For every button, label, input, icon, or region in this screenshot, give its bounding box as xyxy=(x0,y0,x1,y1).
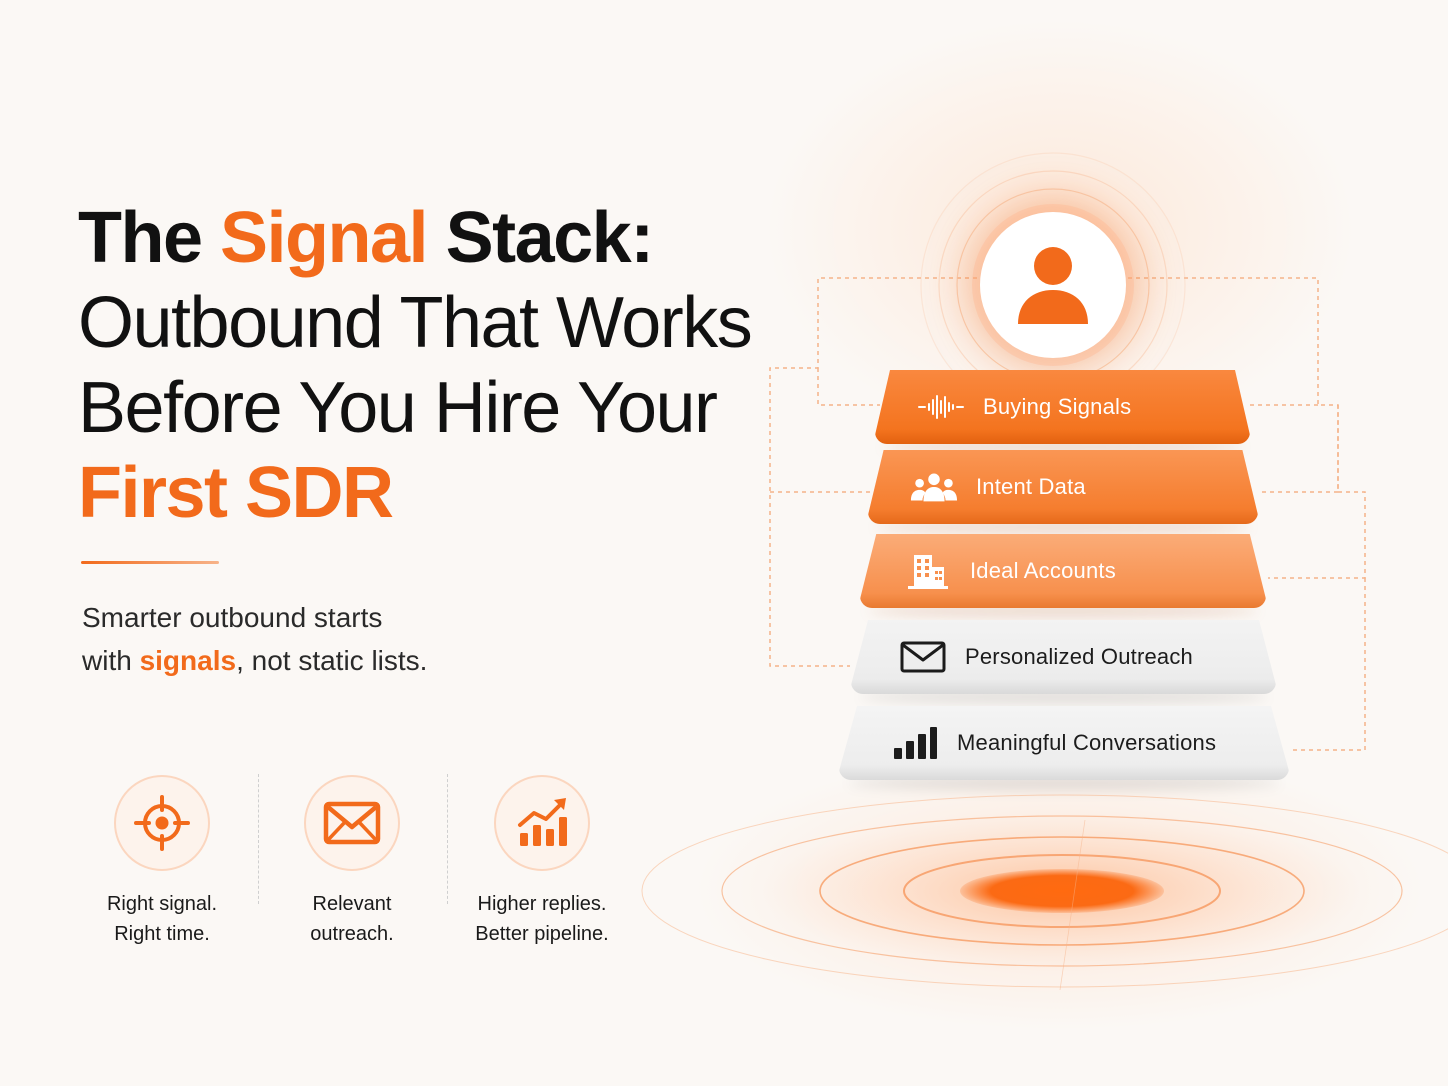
feature-caption: Right signal. Right time. xyxy=(62,889,262,949)
layer-content: Personalized Outreach xyxy=(851,641,1276,673)
feature-caption-line: Right signal. xyxy=(106,893,218,915)
target-icon xyxy=(134,795,190,851)
buildings-icon xyxy=(904,553,952,589)
feature-caption-line: Better pipeline. xyxy=(475,923,609,945)
headline-text: The xyxy=(78,198,221,278)
subtitle-text: with xyxy=(82,645,140,676)
layer-content: Ideal Accounts xyxy=(860,553,1266,589)
layer-face xyxy=(868,450,1258,524)
stack-layer-personalized-outreach: Personalized Outreach xyxy=(851,620,1276,704)
accent-divider xyxy=(81,561,219,564)
subtitle-line-1: Smarter outbound starts xyxy=(82,602,383,633)
layer-content: Intent Data xyxy=(868,471,1258,503)
feature-caption-line: Right time. xyxy=(114,923,210,945)
envelope-icon xyxy=(323,801,381,845)
headline: The Signal Stack: Outbound That Works Be… xyxy=(78,196,778,536)
feature-row: Right signal. Right time. Relevant outre… xyxy=(60,770,700,960)
layer-label: Buying Signals xyxy=(983,394,1132,419)
feature-caption: Relevant outreach. xyxy=(252,889,452,949)
headline-line-4: First SDR xyxy=(78,453,394,533)
subtitle-text: , not static lists. xyxy=(236,645,428,676)
feature-caption-line: Relevant xyxy=(312,893,392,915)
headline-line-1: The Signal Stack: xyxy=(78,196,778,281)
person-avatar xyxy=(980,212,1126,358)
feature-caption-line: outreach. xyxy=(310,923,394,945)
feature-higher-replies: Higher replies. Better pipeline. xyxy=(442,770,642,949)
headline-text: Stack: xyxy=(427,198,655,278)
feature-separator xyxy=(447,774,448,904)
feature-icon-circle xyxy=(304,775,400,871)
stack-layer-ideal-accounts: Ideal Accounts xyxy=(860,534,1266,618)
headline-highlight: Signal xyxy=(220,198,429,278)
layer-content: Meaningful Conversations xyxy=(839,726,1289,760)
stack-layer-buying-signals: Buying Signals xyxy=(875,370,1250,454)
layer-content: Buying Signals xyxy=(875,394,1250,420)
headline-line-2: Outbound That Works xyxy=(78,283,753,363)
layer-label: Personalized Outreach xyxy=(965,644,1193,669)
layer-label: Ideal Accounts xyxy=(970,558,1116,583)
layer-label: Intent Data xyxy=(976,474,1086,499)
envelope-icon xyxy=(899,641,947,673)
stack-layer-intent-data: Intent Data xyxy=(868,450,1258,534)
stack-layer-meaningful-conversations: Meaningful Conversations xyxy=(839,706,1289,790)
feature-right-signal: Right signal. Right time. xyxy=(62,770,262,949)
layer-label: Meaningful Conversations xyxy=(957,730,1217,755)
subtitle-highlight: signals xyxy=(139,645,237,676)
feature-caption: Higher replies. Better pipeline. xyxy=(442,889,642,949)
feature-icon-circle xyxy=(114,775,210,871)
feature-icon-circle xyxy=(494,775,590,871)
feature-separator xyxy=(258,774,259,904)
waveform-icon xyxy=(917,394,965,420)
growth-chart-icon xyxy=(518,798,567,846)
layer-face xyxy=(851,620,1276,694)
subtitle: Smarter outbound starts with signals, no… xyxy=(82,596,602,682)
feature-caption-line: Higher replies. xyxy=(477,893,607,915)
person-icon xyxy=(1018,247,1088,324)
headline-line-3: Before You Hire Your xyxy=(78,368,718,448)
feature-relevant-outreach: Relevant outreach. xyxy=(252,770,452,949)
bar-chart-icon xyxy=(891,726,939,760)
group-icon xyxy=(910,471,958,503)
